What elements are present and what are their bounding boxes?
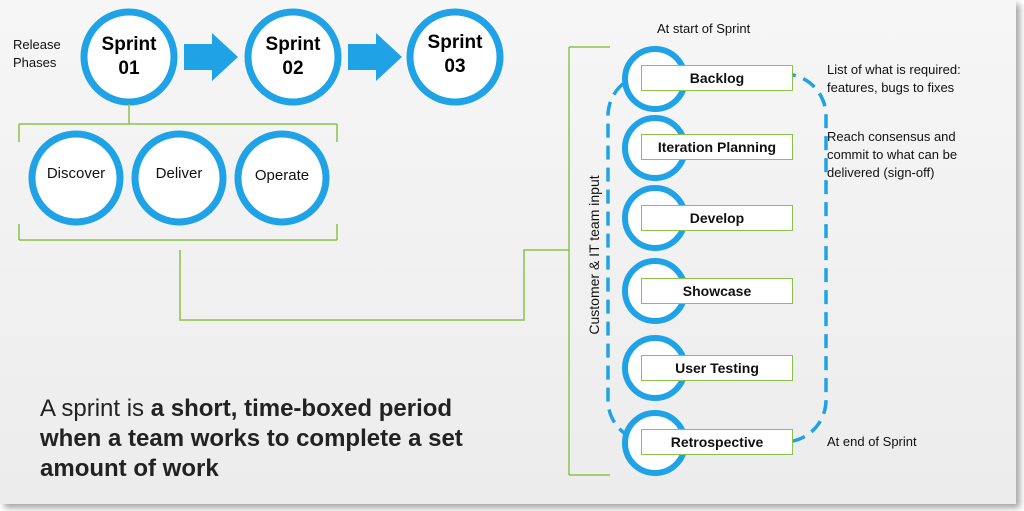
step-develop: Develop — [641, 205, 793, 231]
note-line: features, bugs to fixes — [827, 80, 955, 95]
sprint-03-circle — [406, 8, 504, 106]
cycle-bracket — [568, 46, 610, 476]
sprint-number: 01 — [118, 58, 140, 79]
release-label-line: Release — [13, 37, 61, 52]
sprint-number: 02 — [282, 58, 304, 79]
diagram-canvas: Release Phases Sprint 01 Sprint 02 Sprin… — [0, 0, 1016, 504]
sprint-01-circle — [80, 8, 178, 106]
note-line: Reach consensus and — [827, 129, 956, 144]
start-of-sprint-label: At start of Sprint — [657, 21, 751, 36]
phase-discover-label: Discover — [46, 165, 106, 182]
definition-plain-text: A sprint is — [40, 395, 151, 422]
sprint-word: Sprint — [101, 34, 157, 55]
sprint-number: 03 — [444, 56, 466, 77]
phase-operate-label: Operate — [254, 167, 310, 184]
sprint-word: Sprint — [265, 34, 321, 55]
definition-bold-text: a short, time-boxed period when a team w… — [40, 395, 463, 482]
sprint-02-circle — [244, 8, 342, 106]
connector-line — [179, 249, 569, 321]
phase-operate-circle — [234, 130, 330, 226]
arrow-right-icon — [184, 33, 238, 81]
phase-bracket — [18, 104, 338, 241]
step-user-testing: User Testing — [641, 355, 793, 381]
phase-deliver-circle — [131, 130, 227, 226]
step-showcase: Showcase — [641, 278, 793, 304]
end-of-sprint-label: At end of Sprint — [827, 434, 917, 449]
step-backlog: Backlog — [641, 65, 793, 91]
arrow-right-icon — [348, 33, 402, 81]
backlog-note: List of what is required: features, bugs… — [827, 61, 961, 97]
step-iteration-planning: Iteration Planning — [641, 134, 793, 160]
note-line: List of what is required: — [827, 62, 961, 77]
note-line: delivered (sign-off) — [827, 165, 935, 180]
note-line: commit to what can be — [827, 147, 958, 162]
release-phases-label: Release Phases — [13, 36, 61, 72]
step-retrospective: Retrospective — [641, 429, 793, 455]
sprint-03-label: Sprint 03 — [405, 31, 505, 79]
sprint-word: Sprint — [427, 32, 483, 53]
phase-discover-circle — [28, 130, 124, 226]
sprint-02-label: Sprint 02 — [243, 33, 343, 81]
planning-note: Reach consensus and commit to what can b… — [827, 128, 957, 182]
sprint-01-label: Sprint 01 — [79, 33, 179, 81]
customer-it-input-label: Customer & IT team input — [586, 175, 602, 335]
phases-label-line: Phases — [13, 55, 57, 70]
phase-deliver-label: Deliver — [155, 165, 203, 182]
sprint-definition: A sprint is a short, time-boxed period w… — [40, 394, 520, 484]
